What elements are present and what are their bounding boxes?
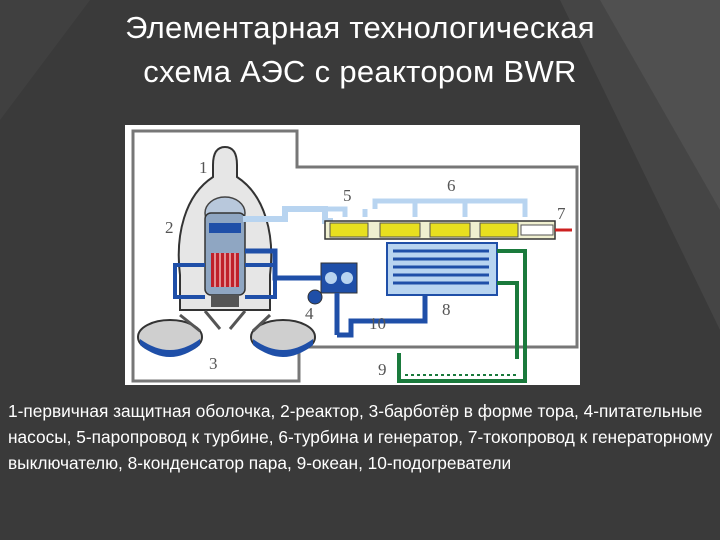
decor-shape-small xyxy=(600,0,720,210)
feedwater-heaters xyxy=(320,262,358,294)
label-6: 6 xyxy=(447,176,456,195)
turbine-lp3 xyxy=(479,222,519,238)
label-7: 7 xyxy=(557,204,566,223)
steam-header xyxy=(325,198,528,217)
containment-building-outline xyxy=(131,129,579,383)
generator xyxy=(520,224,554,236)
recirculation-loop-right xyxy=(245,263,277,299)
label-1: 1 xyxy=(199,158,208,177)
diagram-caption: 1-первичная защитная оболочка, 2-реактор… xyxy=(8,401,713,473)
torus-right-water xyxy=(253,339,313,357)
slide-title-line1: Элементарная технологическая xyxy=(125,10,595,45)
label-8: 8 xyxy=(442,300,451,319)
feedwater-line xyxy=(245,248,340,335)
label-2: 2 xyxy=(165,218,174,237)
label-10: 10 xyxy=(369,314,386,333)
control-rod-drives xyxy=(211,295,239,307)
ocean-basin xyxy=(397,353,527,383)
suppression-torus xyxy=(137,310,316,357)
slide-title-line2: схема АЭС с реактором BWR xyxy=(143,54,577,89)
feedwater-pump xyxy=(307,289,323,305)
heater-element xyxy=(325,272,337,284)
label-9: 9 xyxy=(378,360,387,379)
heater-element xyxy=(341,272,353,284)
turbine-lp1 xyxy=(379,222,421,238)
label-5: 5 xyxy=(343,186,352,205)
bwr-schematic: 1 2 3 4 5 6 7 8 9 10 xyxy=(131,129,579,383)
turbine-hp xyxy=(329,222,369,238)
condenser-tubes xyxy=(393,249,489,285)
label-3: 3 xyxy=(209,354,218,373)
recirculation-loop-left xyxy=(173,263,205,299)
turbine-generator xyxy=(324,220,572,240)
turbine-lp2 xyxy=(429,222,471,238)
condensate-line xyxy=(337,295,428,338)
reactor-top-band xyxy=(209,223,241,233)
decor-shape-corner xyxy=(0,0,90,120)
torus-vents xyxy=(179,310,272,333)
reactor-core xyxy=(211,253,239,287)
cooling-water-lines xyxy=(497,249,527,359)
bwr-diagram: 1 2 3 4 5 6 7 8 9 10 xyxy=(125,125,580,385)
label-4: 4 xyxy=(305,304,314,323)
torus-left-water xyxy=(140,339,200,357)
